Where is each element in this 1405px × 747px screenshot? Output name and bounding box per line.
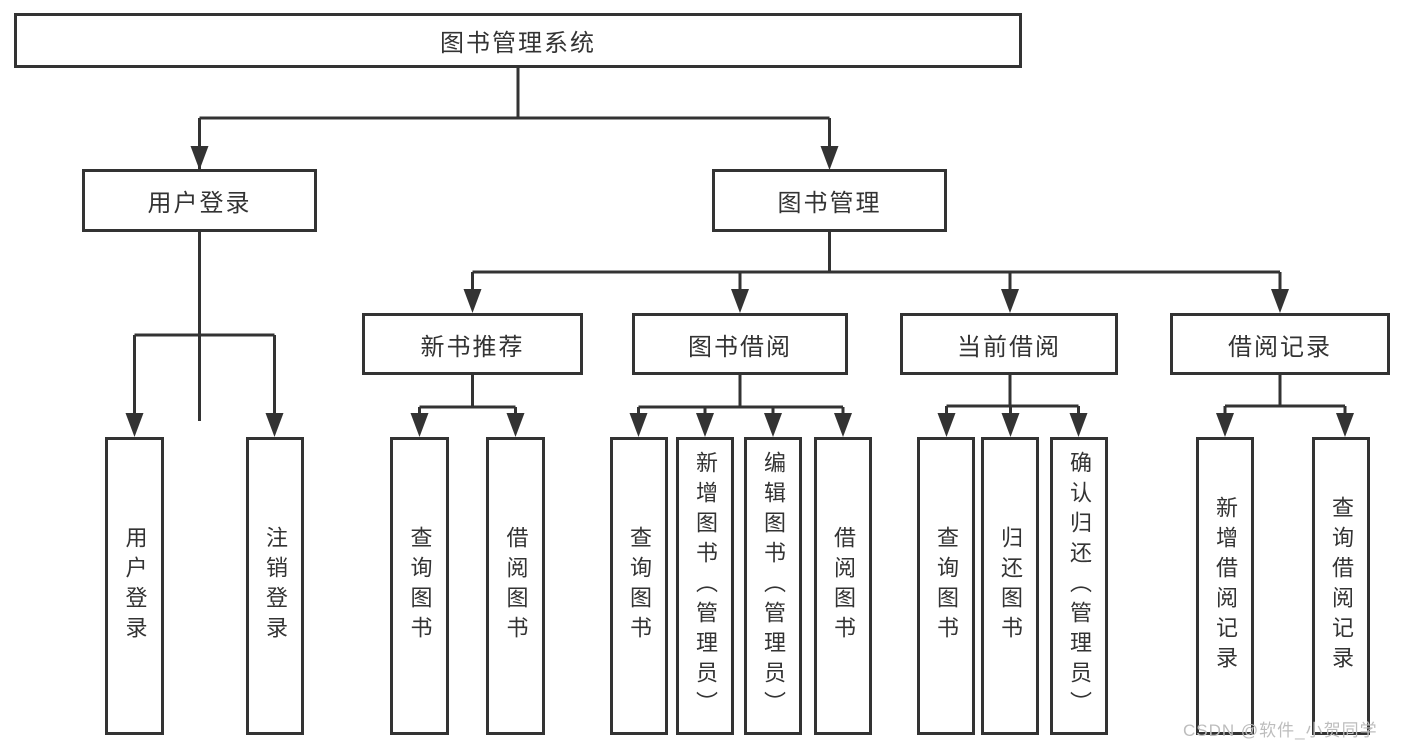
leaf-query-borrow-record: 查询借阅记录 xyxy=(1312,437,1370,735)
leaf-recommend-query-books: 查询图书 xyxy=(390,437,449,735)
node-user-login: 用户登录 xyxy=(82,169,317,232)
leaf-user-login: 用户登录 xyxy=(105,437,164,735)
node-book-borrow: 图书借阅 xyxy=(632,313,848,375)
leaf-add-borrow-record: 新增借阅记录 xyxy=(1196,437,1254,735)
leaf-confirm-return-admin: 确认归还（管理员） xyxy=(1050,437,1108,735)
node-borrow-record: 借阅记录 xyxy=(1170,313,1390,375)
leaf-current-query-books: 查询图书 xyxy=(917,437,975,735)
node-root-library-system: 图书管理系统 xyxy=(14,13,1022,68)
leaf-borrow-query-books: 查询图书 xyxy=(610,437,668,735)
tree-edges xyxy=(133,68,1347,421)
node-book-management: 图书管理 xyxy=(712,169,947,232)
arrowheads xyxy=(125,146,1354,437)
leaf-return-books: 归还图书 xyxy=(981,437,1039,735)
leaf-recommend-borrow-books: 借阅图书 xyxy=(486,437,545,735)
leaf-borrow-books: 借阅图书 xyxy=(814,437,872,735)
node-new-book-recommend: 新书推荐 xyxy=(362,313,583,375)
node-current-borrow: 当前借阅 xyxy=(900,313,1118,375)
csdn-watermark: CSDN @软件_小贺同学 xyxy=(1183,721,1378,740)
leaf-logout-login: 注销登录 xyxy=(246,437,304,735)
leaf-add-books-admin: 新增图书（管理员） xyxy=(676,437,734,735)
leaf-edit-books-admin: 编辑图书（管理员） xyxy=(744,437,802,735)
